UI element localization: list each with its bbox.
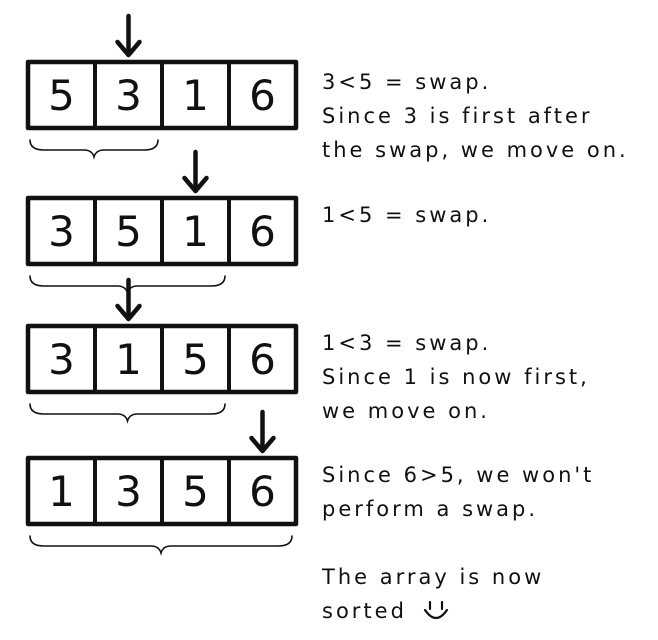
array-cell-value: 3 — [48, 334, 75, 384]
array-cell-value: 6 — [249, 206, 276, 256]
array-cell-value: 1 — [182, 206, 209, 256]
step-note: 1<5 = swap. — [322, 203, 492, 227]
step-note: Since 3 is first after — [322, 104, 593, 128]
array-cell-value: 1 — [48, 466, 75, 516]
array-cell-value: 3 — [48, 206, 75, 256]
down-arrow-head — [115, 303, 142, 322]
step-note: Since 1 is now first, — [322, 365, 590, 389]
step-note: the swap, we move on. — [322, 138, 629, 162]
array-cell-value: 3 — [115, 70, 142, 120]
step-note: perform a swap. — [322, 497, 539, 521]
array-cell-value: 1 — [115, 334, 142, 384]
down-arrow-head — [249, 435, 276, 454]
step-note: we move on. — [322, 399, 490, 423]
array-cell-value: 3 — [115, 466, 142, 516]
sorted-section-bracket — [29, 403, 226, 424]
smile-mouth — [423, 608, 449, 620]
array-cell-value: 1 — [182, 70, 209, 120]
step-note: Since 6>5, we won't — [322, 463, 595, 487]
step-note: sorted — [322, 599, 407, 623]
array-cell-value: 5 — [48, 70, 75, 120]
smiley-face-icon — [423, 600, 449, 620]
array-cell-value: 5 — [182, 466, 209, 516]
sorted-section-bracket — [29, 139, 159, 160]
down-arrow-head — [182, 175, 209, 194]
sorted-section-bracket — [29, 535, 293, 556]
step-note: 1<3 = swap. — [322, 331, 492, 355]
array-cell-value: 6 — [249, 466, 276, 516]
array-cell-value: 6 — [249, 334, 276, 384]
array-cell-value: 5 — [115, 206, 142, 256]
array-cell-value: 5 — [182, 334, 209, 384]
step-note: 3<5 = swap. — [322, 70, 492, 94]
step-note: The array is now — [322, 565, 545, 589]
down-arrow-head — [115, 39, 142, 58]
array-cell-value: 6 — [249, 70, 276, 120]
